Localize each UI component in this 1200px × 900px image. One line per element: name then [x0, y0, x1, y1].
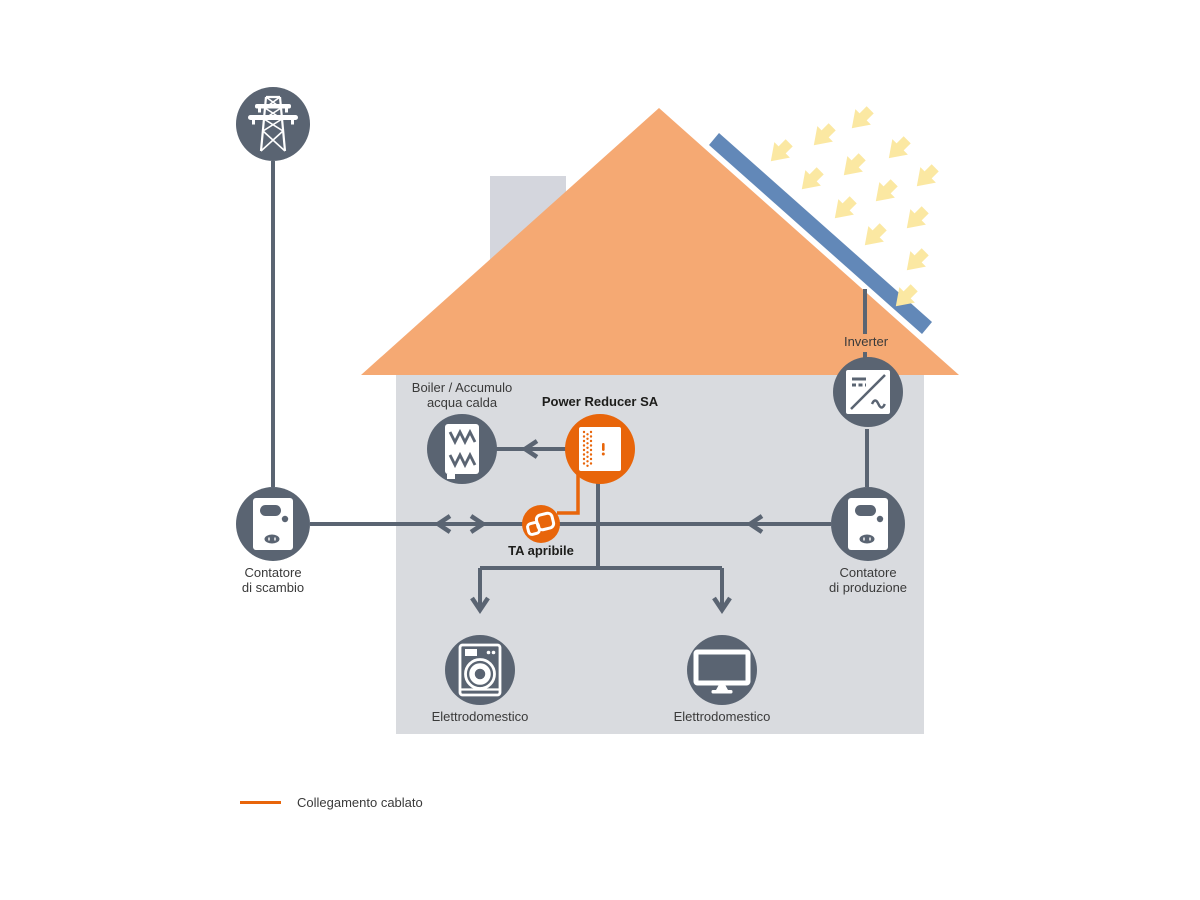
- flow-arrows: [433, 439, 764, 615]
- washing-machine-icon: [458, 643, 502, 697]
- energy-meter-icon: [253, 498, 293, 550]
- inverter-node: [833, 357, 903, 427]
- dc-ac-inverter-icon: [846, 370, 890, 414]
- arrow-exchange-right-icon: [469, 514, 488, 534]
- openable-ct-clamp-icon: [526, 511, 556, 536]
- sun-rays-icon: [770, 106, 939, 307]
- arrow-exchange-left-icon: [433, 514, 452, 534]
- power-pylon-icon: [248, 95, 298, 152]
- appliance-right-node: [687, 635, 757, 705]
- tv-icon: [693, 649, 751, 694]
- boiler-coil-icon: [445, 424, 479, 479]
- ta-clamp-node: [522, 505, 560, 543]
- wired-connection-line: [557, 474, 580, 515]
- power-reducer-device-icon: [579, 427, 621, 471]
- connector-lines: [271, 161, 869, 608]
- solar-panel-icon: [709, 133, 932, 334]
- grid-pylon-node: [236, 87, 310, 161]
- legend-wired-line-icon: [240, 800, 281, 805]
- appliance-left-label: Elettrodomestico: [431, 709, 529, 724]
- boiler-label: Boiler / Accumulo acqua calda: [411, 380, 513, 410]
- appliance-left-node: [445, 635, 515, 705]
- production-meter-label: Contatore di produzione: [828, 565, 908, 595]
- energy-meter-icon: [848, 498, 888, 550]
- exchange-meter-label: Contatore di scambio: [241, 565, 305, 595]
- appliance-right-label: Elettrodomestico: [673, 709, 771, 724]
- inverter-label: Inverter: [843, 334, 889, 349]
- power-reducer-node: [565, 414, 635, 484]
- legend-label: Collegamento cablato: [297, 795, 423, 810]
- arrow-to-appliance-right-icon: [712, 596, 732, 615]
- arrow-to-boiler-icon: [520, 439, 539, 459]
- ta-clamp-label: TA apribile: [508, 543, 574, 558]
- arrow-to-appliance-left-icon: [470, 596, 490, 615]
- exchange-meter-node: [236, 487, 310, 561]
- roof: [361, 108, 959, 375]
- legend: Collegamento cablato: [240, 795, 423, 810]
- production-meter-node: [831, 487, 905, 561]
- power-reducer-label: Power Reducer SA: [541, 394, 659, 409]
- arrow-from-production-icon: [745, 514, 764, 534]
- boiler-node: [427, 414, 497, 484]
